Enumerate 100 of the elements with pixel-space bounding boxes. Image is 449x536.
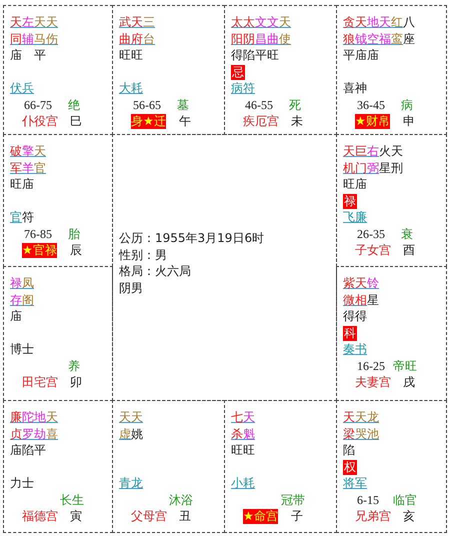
earthly-branch: 戌	[403, 375, 415, 390]
life-stage: 衰	[401, 226, 413, 242]
star-names: 武天三	[119, 15, 155, 30]
brightness-text: 庙 平	[10, 48, 46, 63]
spirit-name: 大耗	[119, 81, 143, 96]
age-range: 16-25	[357, 358, 385, 374]
palace-name: 夫妻宫	[355, 375, 391, 390]
palace-name: 福德宫	[22, 509, 58, 524]
brightness-text: 得陷平旺	[231, 48, 279, 63]
spirit-name: 青龙	[119, 476, 143, 491]
earthly-branch: 亥	[403, 509, 415, 524]
earthly-branch: 午	[179, 114, 191, 129]
age-range: 6-15	[357, 492, 379, 508]
spirit-name: 病符	[231, 81, 255, 96]
earthly-branch: 酉	[403, 243, 415, 258]
palace-cell	[336, 400, 447, 533]
star-names: 天天龙	[343, 410, 379, 425]
life-stage: 死	[289, 98, 301, 112]
age-range: 56-65	[133, 98, 161, 112]
palace-cell	[3, 400, 113, 533]
palace-cell	[3, 134, 113, 267]
star-names: 杀魁	[231, 426, 255, 442]
brightness-text: 庙	[10, 309, 22, 324]
brightness-text: 陷	[343, 443, 355, 458]
transform-badge: 忌	[231, 64, 245, 80]
earthly-branch: 申	[403, 114, 415, 129]
palace-name: 仆役宫	[22, 114, 58, 129]
star-names: 微相星	[343, 292, 379, 308]
star-names: 曲府台	[119, 32, 155, 46]
life-stage: 冠带	[281, 492, 305, 508]
life-stage: 临官	[393, 492, 417, 508]
palace-cell	[224, 400, 337, 533]
brightness-text: 旺旺	[119, 48, 143, 63]
star-names: 虚姚	[119, 426, 143, 442]
star-names: 紫天铃	[343, 276, 379, 291]
life-stage: 病	[401, 98, 413, 112]
earthly-branch: 寅	[70, 509, 82, 524]
age-range: 76-85	[24, 226, 52, 242]
star-names: 破擎天	[10, 144, 46, 159]
life-stage: 帝旺	[393, 358, 417, 374]
spirit-name: 奏书	[343, 342, 367, 357]
chart-info: 性别：男	[119, 248, 167, 262]
spirit-name: 小耗	[231, 476, 255, 491]
earthly-branch: 子	[291, 509, 303, 524]
star-names: 天巨右火天	[343, 144, 403, 159]
star-names: 机门弼星刑	[343, 160, 403, 176]
age-range: 26-35	[357, 226, 385, 242]
palace-name: 疾厄宫	[243, 114, 279, 129]
transform-badge: 禄	[343, 194, 357, 208]
palace-name: 田宅宫	[22, 375, 58, 390]
earthly-branch: 丑	[179, 509, 191, 524]
transform-badge: 权	[343, 460, 357, 474]
palace-name: 子女宫	[355, 243, 391, 258]
brightness-text: 旺旺	[231, 443, 255, 458]
star-names: 天左天天	[10, 15, 58, 30]
palace-cell	[336, 5, 447, 135]
star-names: 贪天地天红八	[343, 15, 415, 30]
earthly-branch: 巳	[70, 114, 82, 129]
star-names: 廉陀地天	[10, 410, 58, 425]
spirit-name: 博士	[10, 342, 34, 357]
palace-cell	[336, 266, 447, 401]
spirit-name: 飞廉	[343, 210, 367, 225]
palace-cell	[224, 5, 337, 135]
brightness-text: 得得	[343, 309, 367, 324]
star-names: 梁哭池	[343, 426, 379, 442]
brightness-text: 庙陷平	[10, 443, 46, 458]
palace-name: ★官禄	[22, 243, 57, 258]
spirit-name: 力士	[10, 476, 34, 491]
brightness-text: 平庙庙	[343, 48, 379, 63]
palace-cell	[3, 266, 113, 401]
star-names: 七天	[231, 410, 255, 425]
chart-info: 格局：火六局	[119, 264, 191, 279]
star-names: 军羊官	[10, 160, 46, 176]
life-stage: 养	[68, 358, 80, 374]
star-names: 天天	[119, 410, 143, 425]
age-range: 36-45	[357, 98, 385, 112]
spirit-name: 喜神	[343, 81, 367, 96]
earthly-branch: 卯	[70, 375, 82, 390]
palace-name: 身★迁	[131, 114, 166, 129]
palace-name: 父母宫	[131, 509, 167, 524]
star-names: 狼钺空福鸾座	[343, 32, 415, 46]
life-stage: 墓	[177, 98, 189, 112]
spirit-name: 将军	[343, 476, 367, 491]
chart-info: 公历：1955年3月19日6时	[119, 231, 264, 246]
spirit-name: 伏兵	[10, 81, 34, 96]
life-stage: 长生	[60, 492, 84, 508]
age-range: 66-75	[24, 98, 52, 112]
chart-info: 阴男	[119, 280, 143, 296]
life-stage: 胎	[68, 226, 80, 242]
star-names: 贞罗劫喜	[10, 426, 58, 442]
brightness-text: 旺庙	[343, 177, 367, 192]
star-names: 同辅马伤	[10, 32, 58, 46]
palace-name: 兄弟宫	[355, 509, 391, 524]
brightness-text: 旺庙	[10, 177, 34, 192]
center-panel	[112, 134, 337, 401]
earthly-branch: 未	[291, 114, 303, 129]
life-stage: 沐浴	[169, 492, 193, 508]
palace-cell	[112, 5, 225, 135]
star-names: 禄凤	[10, 276, 34, 291]
star-names: 太太文文天	[231, 15, 291, 30]
